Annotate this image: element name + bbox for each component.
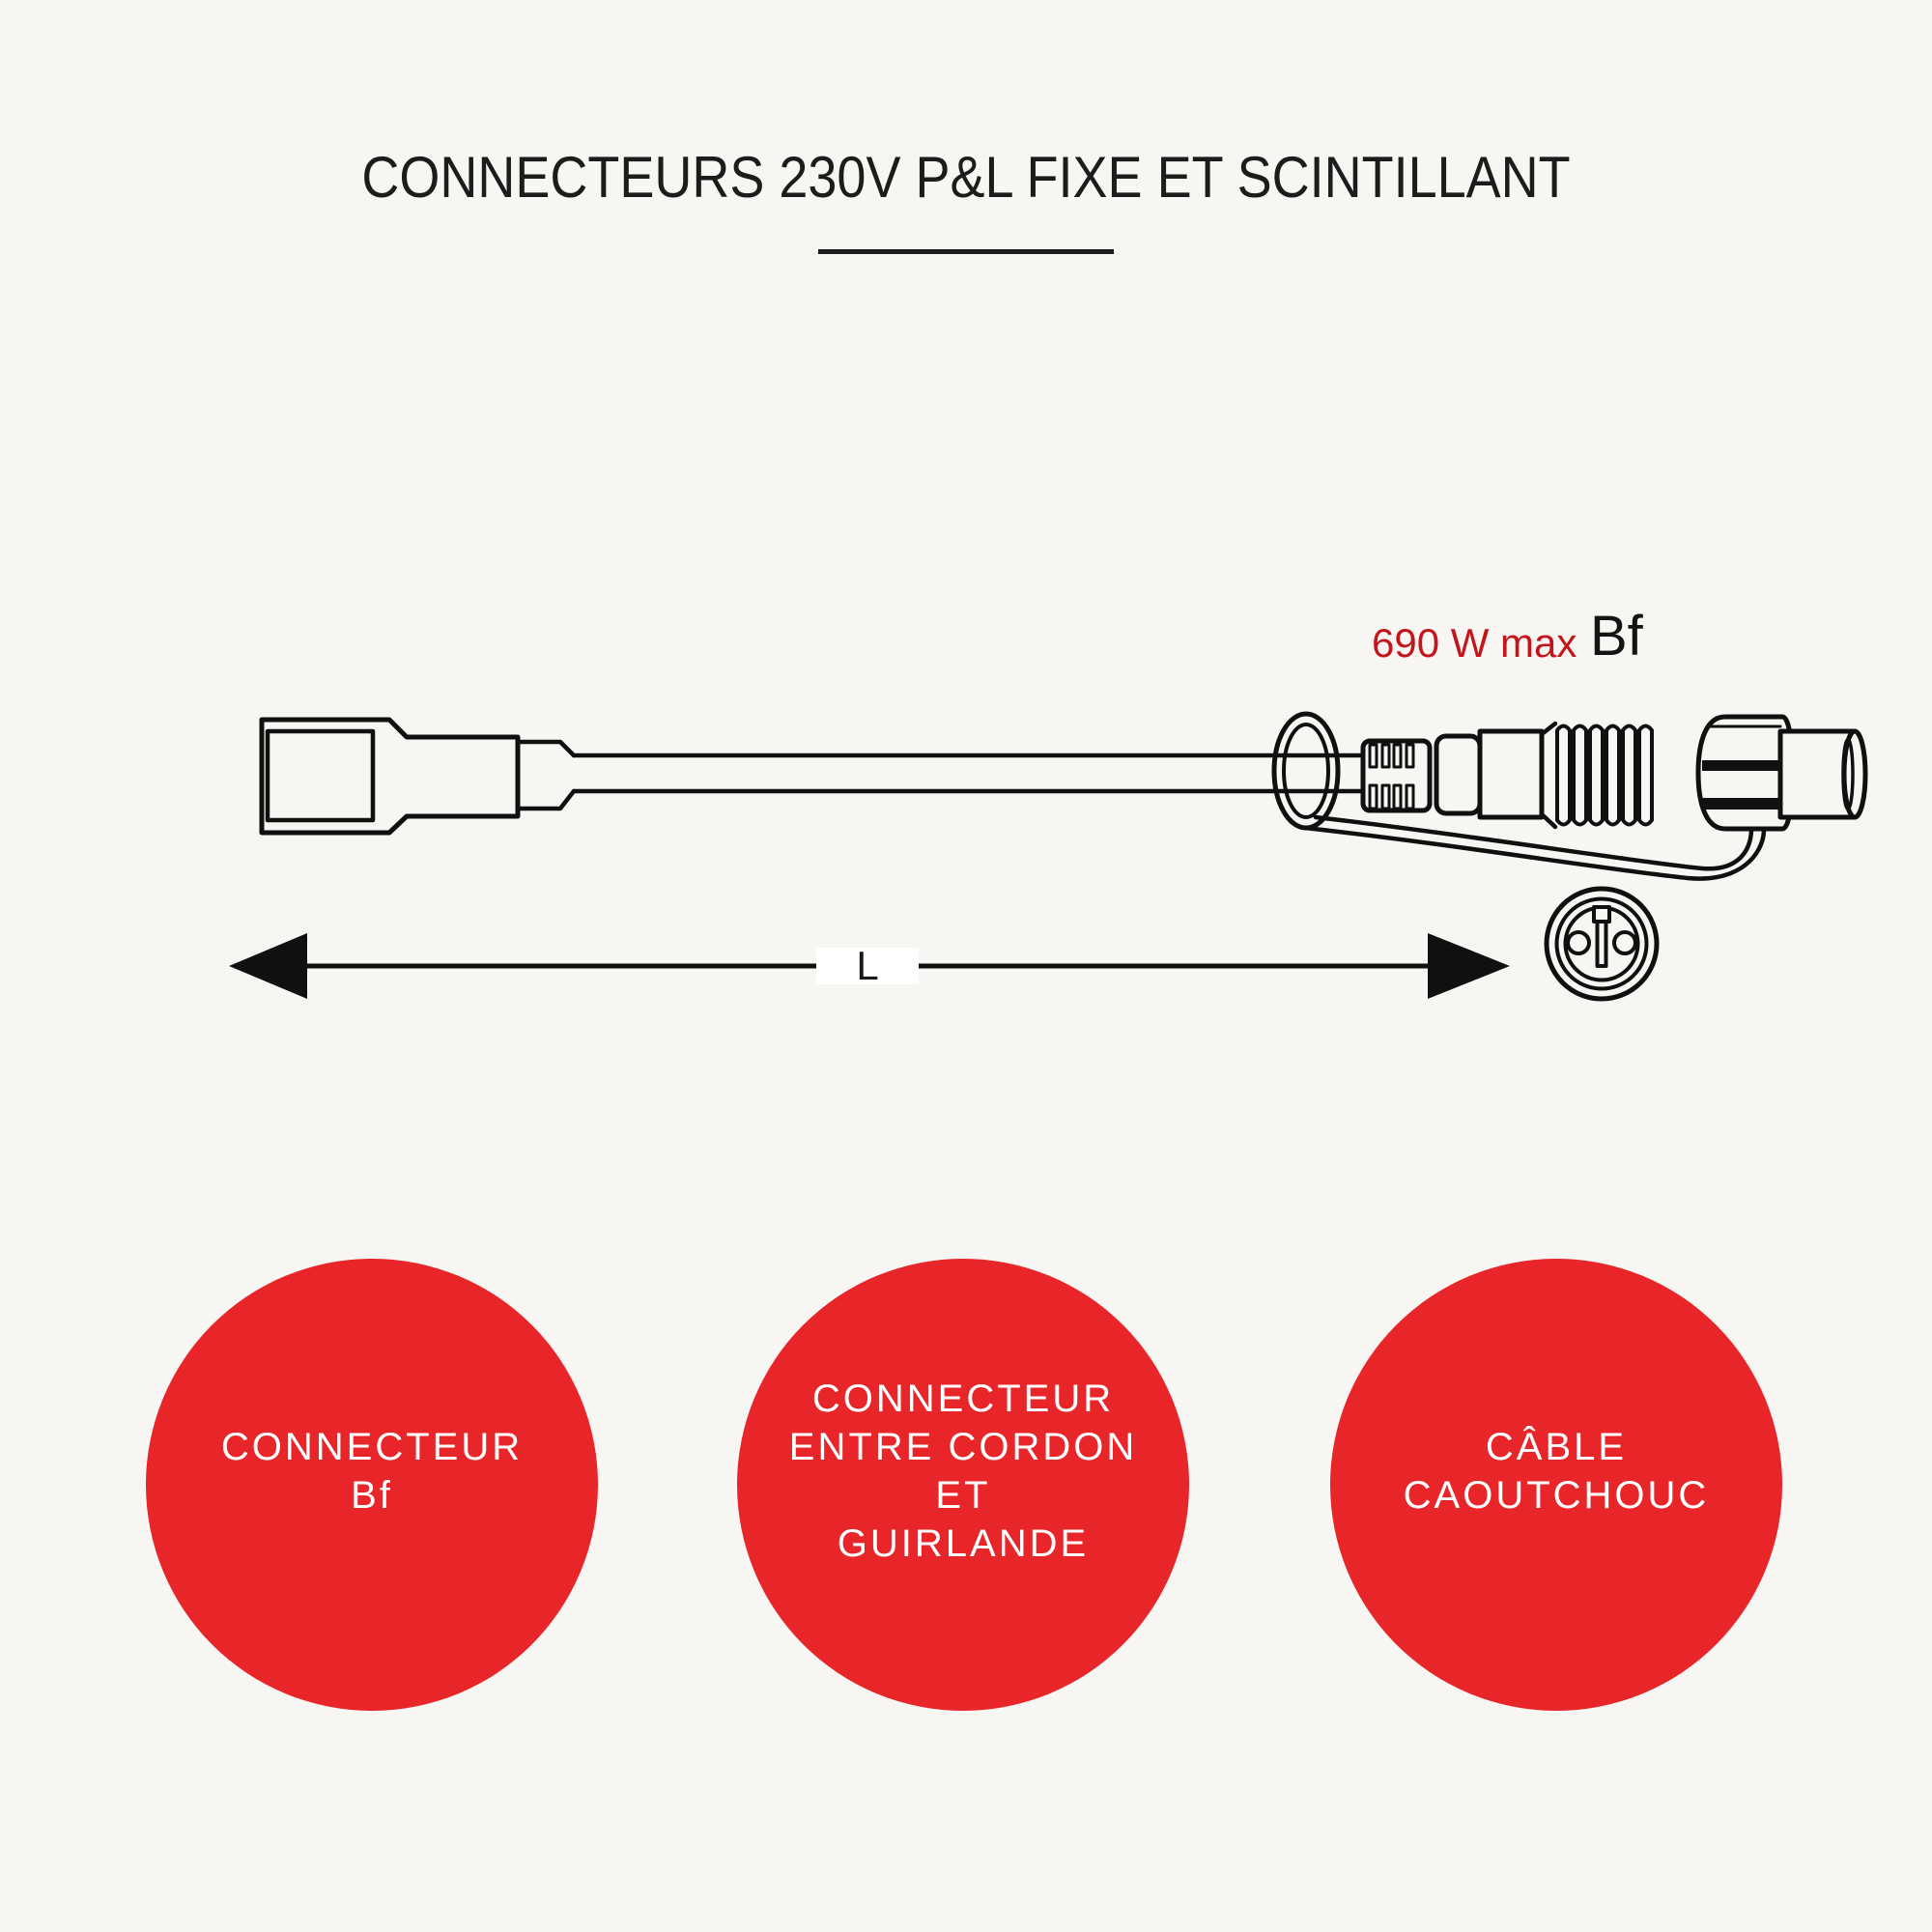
keyway-notch [1592,905,1611,923]
legend-line: CÂBLE [1485,1426,1628,1468]
legend-line: CONNECTEUR [811,1378,1115,1420]
legend-line: ENTRE CORDON [788,1426,1138,1468]
legend-line: GUIRLANDE [837,1522,1090,1565]
legend-line: ET [935,1474,991,1517]
legend-circle-connecteur-cordon-guirlande: CONNECTEUR ENTRE CORDON ET GUIRLANDE [737,1259,1189,1711]
legend-line: CONNECTEUR [220,1426,524,1468]
power-rating-label: 690 W max [1372,620,1577,666]
pin-hole-right [1612,930,1637,955]
legend-circle-connecteur-bf: CONNECTEUR Bf [146,1259,598,1711]
connector-face-view [1544,886,1660,1002]
length-label-text: L [856,943,879,988]
legend-text: CONNECTEUR ENTRE CORDON ET GUIRLANDE [789,1375,1137,1568]
legend-text: CÂBLE CAOUTCHOUC [1404,1423,1710,1520]
legend-line: Bf [351,1474,393,1517]
title-underline [818,249,1114,254]
tether-loop [1271,711,1767,881]
legend-line: CAOUTCHOUC [1403,1474,1710,1517]
rubber-cable [571,753,1366,794]
arrowhead-left [229,933,307,999]
connector-code-label: Bf [1590,605,1643,668]
legend-text: CONNECTEUR Bf [221,1423,523,1520]
length-label: L [816,943,919,988]
screw-threads [1555,724,1654,827]
pin-hole-left [1566,930,1591,955]
threaded-connector [1360,721,1654,830]
page-title: CONNECTEURS 230V P&L FIXE ET SCINTILLANT [361,145,1571,210]
arrowhead-right [1428,933,1510,999]
center-slot [1595,920,1608,968]
protective-end-cap [1695,714,1868,832]
plug-connector [259,717,577,836]
legend-circle-cable-caoutchouc: CÂBLE CAOUTCHOUC [1330,1259,1782,1711]
